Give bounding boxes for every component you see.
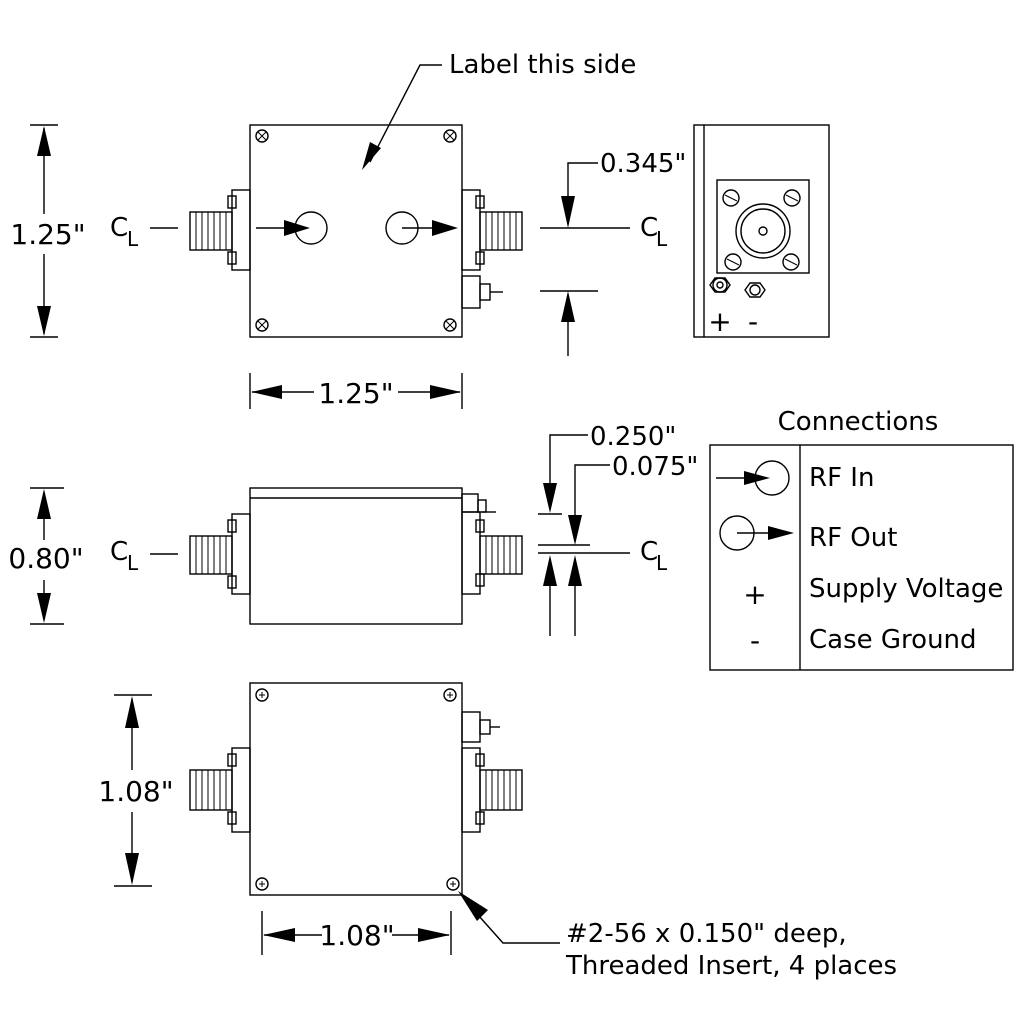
rf-out-connector: [461, 189, 523, 271]
legend-row-ground: - Case Ground: [750, 624, 977, 657]
threaded-insert-icon: [255, 877, 269, 891]
legend-row-rf-in: RF In: [716, 460, 874, 496]
dim-0075-label: 0.075": [612, 452, 698, 482]
minus-label: -: [748, 305, 758, 338]
threaded-insert-icon: [446, 877, 460, 891]
svg-text:C: C: [640, 213, 658, 243]
bottom-view-body: [249, 682, 463, 896]
supply-pin: [461, 275, 503, 309]
side-view: 0.80" C L 0.250" 0.075" C L: [8, 422, 698, 636]
ground-terminal-icon: [744, 282, 766, 298]
side-height-dimension: 0.80": [8, 487, 84, 625]
offset-label: 0.345": [600, 149, 686, 179]
side-height-label: 0.80": [8, 542, 83, 575]
svg-text:C: C: [640, 537, 658, 567]
top-view: Label this side 1.25" C L 1.25": [10, 50, 686, 410]
top-view-body: [249, 124, 463, 338]
rf-in-connector-side: [189, 513, 251, 595]
rf-in-connector: [189, 189, 251, 271]
screw-icon: [724, 253, 742, 271]
rf-out-connector-bottom: [461, 747, 523, 833]
plus-icon: +: [743, 578, 766, 611]
centerline-left: C L: [110, 213, 178, 251]
screw-icon: [443, 129, 457, 143]
insert-note-line1: #2-56 x 0.150" deep,: [566, 919, 847, 949]
svg-text:Supply Voltage: Supply Voltage: [809, 574, 1003, 604]
svg-text:RF In: RF In: [809, 463, 874, 493]
minus-icon: -: [750, 624, 760, 657]
top-width-label: 1.25": [318, 377, 393, 410]
rf-in-connector-bottom: [189, 747, 251, 833]
svg-text:Case Ground: Case Ground: [809, 625, 977, 655]
top-height-dimension: 1.25": [10, 124, 86, 338]
centerline-left-side: C L: [110, 537, 178, 575]
bottom-view: 1.08" 1.08" #2-56 x 0.150" deep, Threade…: [98, 682, 897, 981]
bottom-height-label: 1.08": [98, 775, 173, 808]
legend-title: Connections: [778, 407, 939, 437]
side-view-body: [249, 487, 463, 625]
threaded-insert-icon: [443, 688, 457, 702]
svg-text:L: L: [127, 551, 139, 575]
legend-row-rf-out: RF Out: [719, 515, 897, 553]
svg-text:L: L: [656, 551, 668, 575]
svg-text:C: C: [110, 213, 128, 243]
screw-icon: [255, 318, 269, 332]
svg-text:RF Out: RF Out: [809, 523, 897, 553]
label-callout-text: Label this side: [449, 50, 636, 80]
svg-text:C: C: [110, 537, 128, 567]
bottom-width-dimension: 1.08": [261, 911, 452, 955]
rf-out-connector-side: [461, 511, 523, 595]
screw-icon: [443, 318, 457, 332]
connector-flange: [716, 179, 810, 274]
supply-terminal-icon: [709, 277, 731, 293]
connections-legend: Connections RF In RF Out + Supply Voltag…: [709, 407, 1014, 671]
screw-icon: [722, 189, 740, 207]
plus-label: +: [708, 305, 731, 338]
screw-icon: [783, 189, 801, 207]
top-height-label: 1.25": [10, 218, 85, 251]
side-offset-dimensions: 0.250" 0.075" C L: [538, 422, 698, 636]
screw-icon: [255, 129, 269, 143]
supply-pin-bottom: [461, 711, 500, 743]
supply-pin-side: [461, 493, 496, 513]
bottom-height-dimension: 1.08": [98, 694, 174, 887]
top-width-dimension: 1.25": [249, 373, 463, 410]
end-view: + -: [693, 124, 830, 338]
threaded-insert-icon: [255, 688, 269, 702]
insert-note-line2: Threaded Insert, 4 places: [565, 951, 897, 981]
svg-text:L: L: [656, 227, 668, 251]
bottom-width-label: 1.08": [319, 919, 394, 952]
offset-dimension: 0.345" C L: [540, 149, 686, 356]
legend-row-supply: + Supply Voltage: [743, 574, 1003, 611]
dim-0250-label: 0.250": [590, 422, 676, 452]
screw-icon: [782, 253, 800, 271]
svg-text:L: L: [127, 227, 139, 251]
